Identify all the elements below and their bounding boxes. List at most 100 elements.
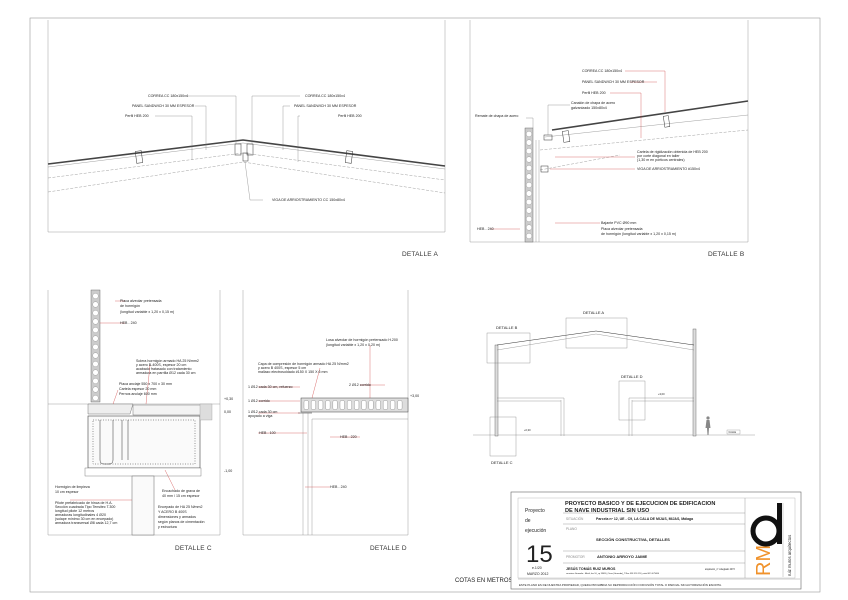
side-label: ejecución (525, 528, 546, 534)
callout-detail-c[interactable] (489, 416, 517, 457)
slab-void (332, 400, 338, 410)
architect-details: carretera Granada - Motril, km 10_cp 186… (566, 572, 660, 575)
slab-void (390, 400, 396, 410)
slab-void (383, 400, 388, 410)
slab-void (303, 400, 309, 410)
section-label: DETALLE A (583, 310, 604, 315)
sheet-number: 15 (526, 541, 553, 568)
level-mark: +3,00 (410, 394, 419, 398)
core-void (92, 378, 99, 384)
annotation: HEB - 240 (330, 485, 347, 489)
annotation: armadura transversal Ø8 cada 12,7 cm (55, 521, 117, 525)
callout-detail-a[interactable] (565, 317, 628, 349)
annotation: Placa alveolar pretensada (601, 227, 643, 231)
core-void (92, 395, 99, 401)
core-void (526, 165, 532, 171)
callout-detail-b[interactable] (486, 332, 531, 364)
section-label: DETALLE C (491, 460, 513, 465)
annotation: mallazo electrosoldado #150 X 150 X 6 mm (258, 370, 328, 374)
annotation: Hormigón de limpieza (55, 485, 90, 489)
annotation: galvanizado 150x80x4 (571, 106, 607, 110)
core-void (92, 327, 99, 333)
logo-side-text: ruiz muros arquitectos (787, 535, 792, 576)
date: MARZO 2012 (527, 572, 548, 576)
street-tag: CALLE (729, 431, 737, 434)
slab-void (325, 400, 331, 410)
core-void (526, 156, 532, 163)
core-void (92, 352, 99, 359)
annotation: y estructura (158, 525, 177, 529)
sheet-border (29, 17, 821, 593)
level-mark: +0,30 (524, 428, 531, 432)
annotation: Canalón de chapa de acero (571, 101, 615, 105)
annotation: Bajante PVC Ø90 mm (601, 221, 636, 225)
core-void (526, 207, 532, 214)
annotation: HEB - 240 (120, 321, 137, 325)
annotation: armaduras longitudinales 4 Ø20 (55, 513, 106, 517)
annotation: Placa anclaje 550 x 700 x 30 mm (119, 382, 172, 386)
core-void (92, 344, 99, 350)
slab-void (361, 400, 367, 410)
annotation: (longitud variable x 1,20 x 0,15 m) (120, 310, 174, 314)
annotation: Y ACERO B 400S (158, 510, 187, 514)
annotation: HEB - 100 (259, 431, 276, 435)
annotation: HEB - 220 (340, 435, 357, 439)
annotation: PANEL SANDWICH 30 MM ESPESOR (294, 104, 357, 108)
dimensions-note: COTAS EN METROS (455, 578, 513, 584)
annotation: (1,30 m en pórticos centrales) (637, 158, 685, 162)
promotor: ANTONIO ARROYO JAIME (597, 554, 648, 559)
annotation: armadura en parrilla Ø12 cada 30 cm (136, 371, 196, 375)
logo: RM ruiz muros arquitectos (750, 503, 792, 577)
annotation: Cartela espesor 20 mm (119, 387, 156, 391)
slab-void (368, 400, 374, 410)
project-title: PROYECTO BASICO Y DE EJECUCION DE EDIFIC… (565, 501, 715, 507)
annotation: según planos de cimentación (158, 520, 205, 524)
annotation: PANEL SANDWICH 30 MM ESPESOR (582, 80, 645, 84)
slab-void (375, 400, 381, 410)
annotation: Placa alveolar pretensada (120, 299, 162, 303)
annotation: Remate de chapa de acero (475, 114, 518, 118)
core-void (92, 386, 99, 393)
core-void (92, 369, 99, 376)
scale: e.1/20 (532, 566, 542, 570)
slab-void (354, 400, 360, 410)
core-void (526, 131, 532, 137)
detail-a: CORREA CC 180x150x4 PANEL SANDWICH 30 MM… (47, 20, 446, 233)
annotation: Pernos anclaje 600 mm (119, 392, 157, 396)
annotation: (solape mínimo 30 cm en encepado) (55, 517, 113, 521)
core-void (92, 335, 99, 342)
core-void (526, 199, 532, 205)
core-void (526, 190, 532, 197)
annotation: apoyado a viga (248, 414, 272, 418)
annotation: 2 Ø12 corrido (349, 383, 371, 387)
core-void (526, 216, 532, 222)
annotation: por corte diagonal en taller (637, 154, 680, 158)
section-label: DETALLE B (496, 325, 518, 330)
title-block: Proyecto de ejecución 15 e.1/20 MARZO 20… (510, 491, 802, 590)
pile-cap (87, 415, 201, 469)
level-mark: -1,00 (224, 469, 232, 473)
detail-c-title: DETALLE C (175, 545, 212, 552)
level-mark: +3,00 (658, 392, 665, 396)
plano: SECCIÓN CONSTRUCTIVA, DETALLES (596, 537, 670, 542)
annotation: Encepado de HA 25 N/mm2 (158, 505, 203, 509)
level-mark: 0,00 (224, 410, 231, 414)
architect-name: JESÚS TOMÁS RUIZ MUROS (566, 566, 616, 571)
level-mark: +0,30 (224, 397, 233, 401)
architect-registration: arquitecto_nº colegiado 4473 (705, 567, 735, 571)
detail-b-title: DETALLE B (708, 251, 744, 258)
core-void (92, 301, 99, 308)
annotation: Capa de compresión de hormigón armado HA… (258, 362, 349, 366)
core-void (92, 293, 99, 299)
core-void (526, 148, 532, 154)
callout-detail-d[interactable] (618, 380, 646, 421)
annotation: VIGA DE ARRIOSTRAMIENTO CC 150x80x4 (272, 198, 345, 202)
annotation: PANEL SANDWICH 30 MM ESPESOR (132, 104, 195, 108)
annotation: HEB - 240 (477, 227, 494, 231)
annotation: 40 mm / 15 cm espesor (162, 494, 200, 498)
annotation: acabado fratasado con tratamiento (136, 367, 192, 371)
person-figure-icon (705, 416, 711, 435)
annotation: y acero B 400S, espesor 5 cm (258, 366, 306, 370)
core-void (526, 182, 532, 188)
detail-a-title: DETALLE A (402, 251, 438, 258)
